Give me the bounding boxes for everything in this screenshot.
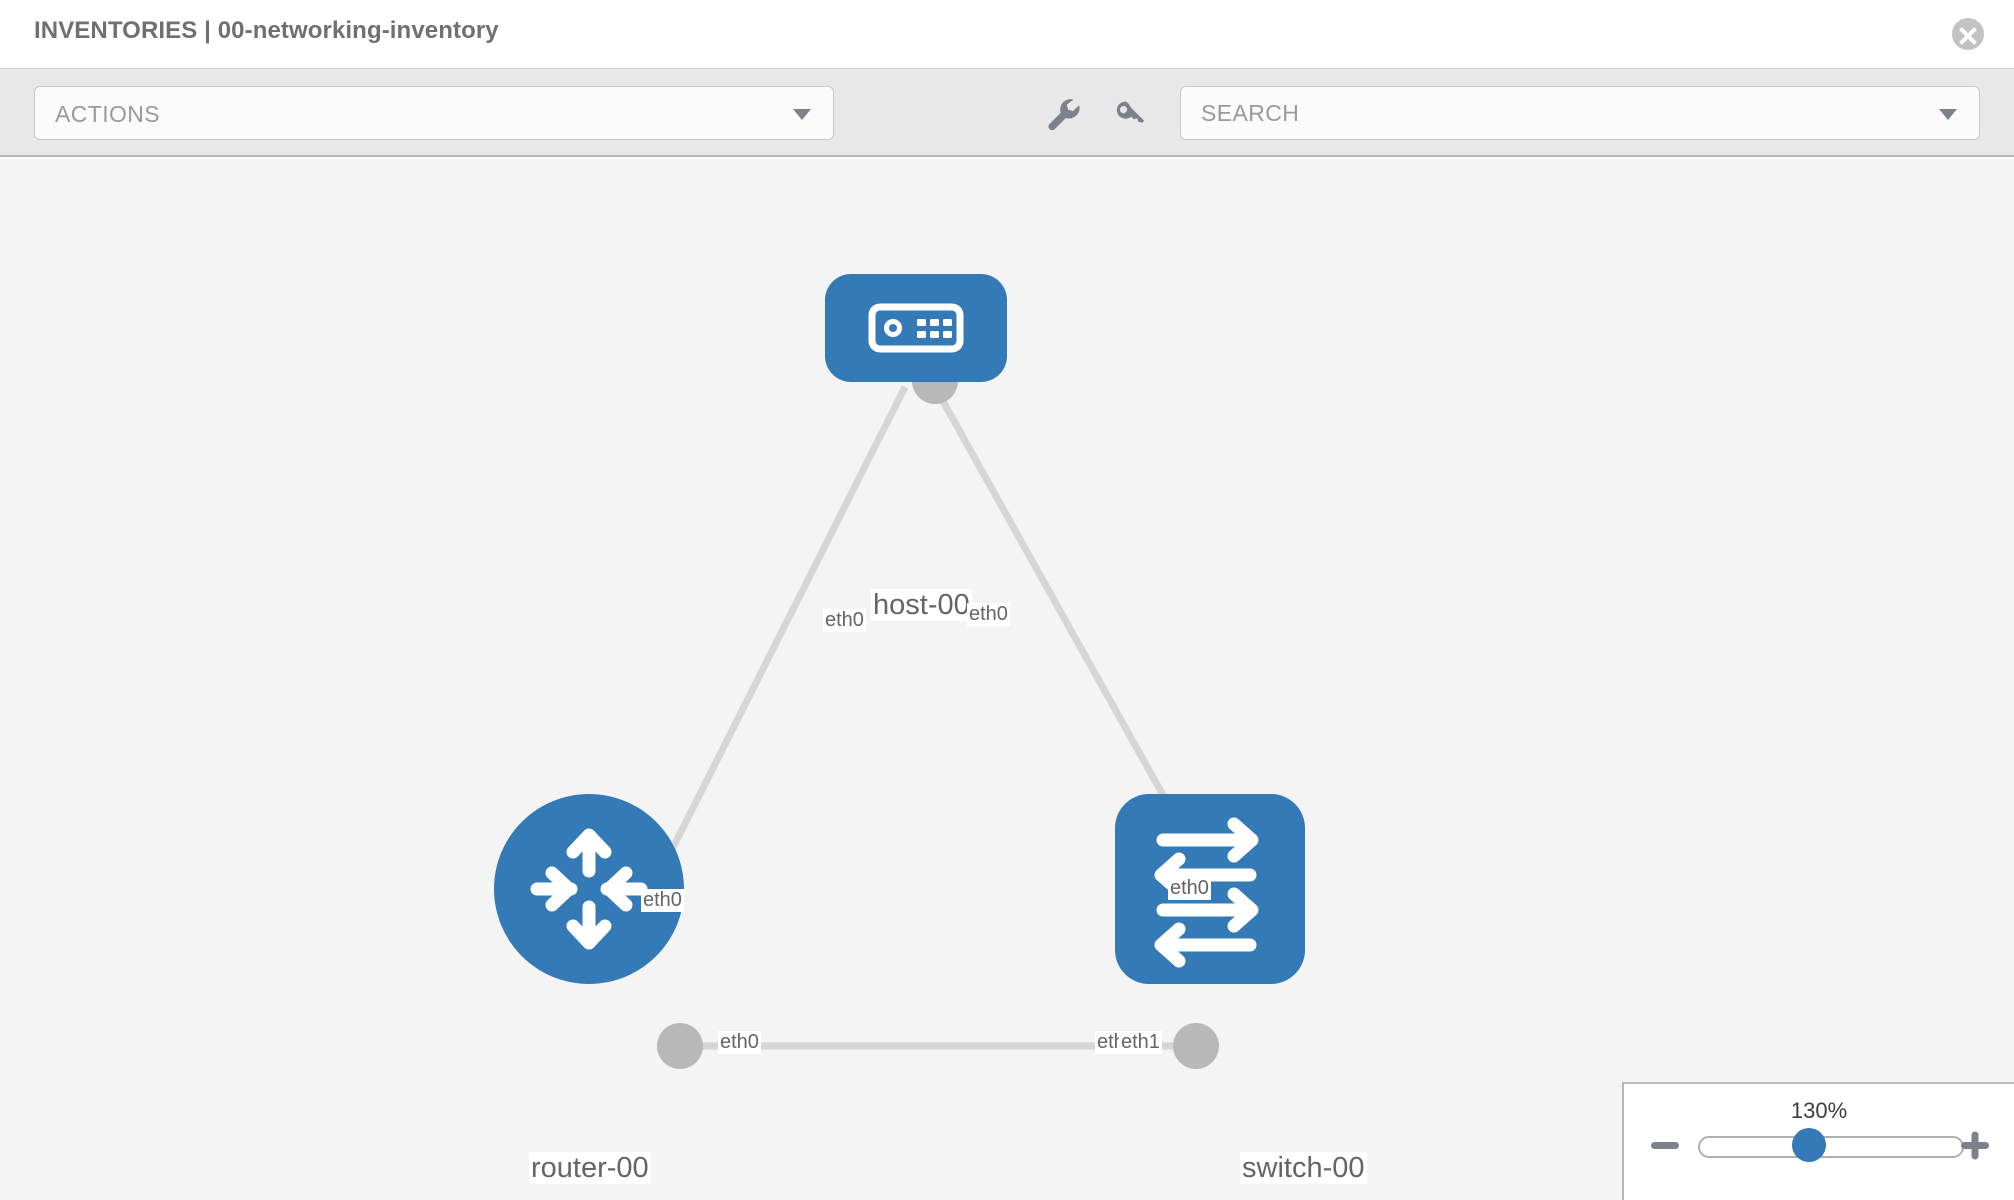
endpoint-router-eth0[interactable]	[657, 1023, 703, 1069]
node-label-router-00: router-00	[529, 1152, 651, 1185]
interface-label-switch-eth0-up: eth0	[1168, 877, 1211, 900]
interface-label-host-eth0-right: eth0	[967, 603, 1010, 626]
page-title: INVENTORIES | 00-networking-inventory	[34, 17, 499, 44]
node-host-00[interactable]	[825, 274, 1007, 382]
interface-label-router-eth0: eth0	[718, 1031, 761, 1054]
topology-graph	[494, 274, 1305, 1069]
zoom-level-value: 130%	[1790, 1098, 1848, 1123]
interface-label-router-eth0-up: eth0	[641, 889, 684, 912]
node-label-switch-00: switch-00	[1240, 1152, 1367, 1185]
interface-label-host-eth0-left: eth0	[823, 609, 866, 632]
zoom-control-panel: 130%	[1622, 1082, 2014, 1200]
chevron-down-icon	[793, 109, 811, 120]
edge-host-router[interactable]	[633, 385, 909, 921]
endpoint-switch-eth1[interactable]	[1173, 1023, 1219, 1069]
chevron-down-icon[interactable]	[1939, 109, 1957, 120]
search-box[interactable]	[1180, 86, 1980, 140]
toolbar: ACTIONS	[0, 68, 2014, 157]
zoom-slider-track[interactable]	[1698, 1136, 1964, 1158]
zoom-out-button[interactable]	[1648, 1128, 1682, 1162]
actions-dropdown-label: ACTIONS	[55, 101, 161, 127]
topology-canvas[interactable]: host-00 router-00 switch-00 eth0 eth0 et…	[0, 159, 2014, 1200]
close-icon[interactable]	[1952, 18, 1984, 50]
zoom-in-button[interactable]	[1958, 1128, 1992, 1162]
search-input[interactable]	[1181, 87, 1921, 139]
zoom-slider-thumb[interactable]	[1792, 1128, 1826, 1162]
node-router-00[interactable]	[494, 794, 684, 984]
page-header: INVENTORIES | 00-networking-inventory	[0, 0, 2014, 68]
node-switch-00[interactable]	[1115, 794, 1305, 984]
node-label-host-00: host-00	[871, 589, 972, 622]
interface-label-switch-eth1: eth1	[1119, 1031, 1162, 1054]
actions-dropdown[interactable]: ACTIONS	[34, 86, 834, 140]
wrench-icon[interactable]	[1040, 91, 1084, 135]
key-icon[interactable]	[1108, 91, 1152, 135]
